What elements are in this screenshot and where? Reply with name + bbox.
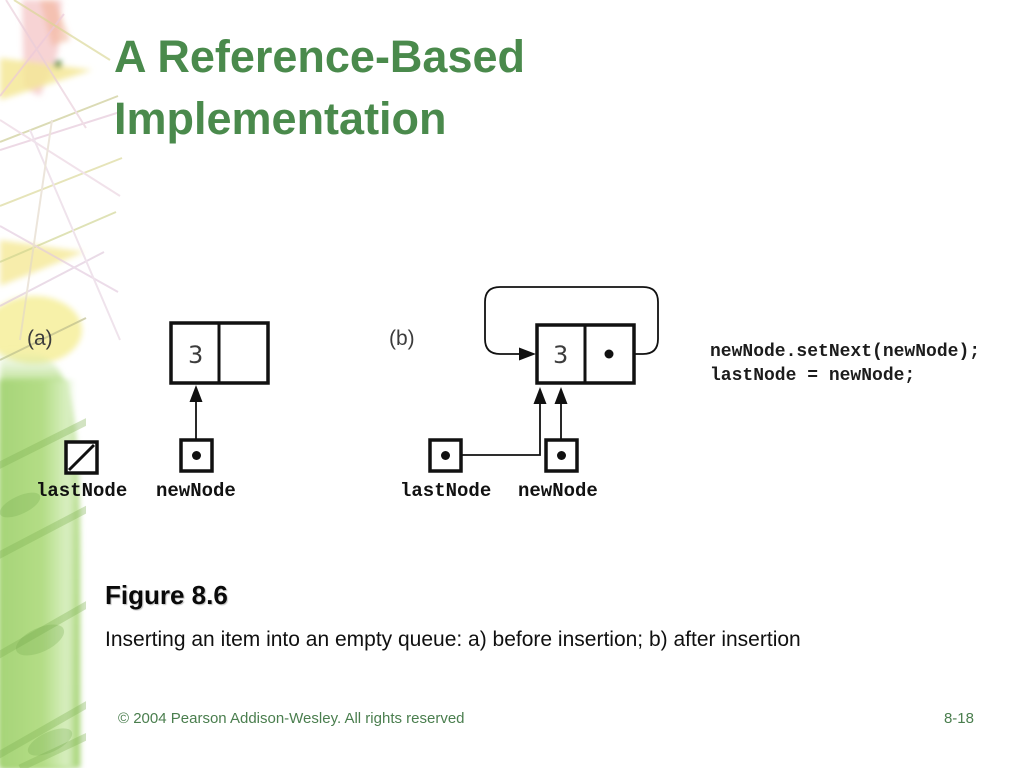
diagram-part-a: (a) 3 lastNode newNode [27,321,270,502]
node-box-b [535,323,636,385]
next-cell-dot-b [604,349,614,359]
slide-title: A Reference-Based Implementation [114,26,814,150]
page-number: 8-18 [943,710,974,727]
lastnode-dot-b [441,451,450,460]
newnode-box-a [179,438,214,473]
arrowhead-lastnode-b [533,387,547,404]
lastnode-label-b: lastNode [400,480,491,502]
lastnode-box-a [64,440,99,475]
lastnode-box-b [428,438,463,473]
newnode-label-b: newNode [518,480,598,502]
newnode-box-b [544,438,579,473]
newnode-dot-a [192,451,201,460]
figure-caption-title: Figure 8.6 [105,580,228,610]
arrowhead-newnode-b [554,387,568,404]
code-line-1: newNode.setNext(newNode); [710,342,980,362]
lastnode-label-a: lastNode [36,480,127,502]
node-box-a [169,321,270,385]
code-line-2: lastNode = newNode; [710,366,915,386]
node-value-a: 3 [188,341,203,369]
left-border-artwork [0,0,123,768]
newnode-label-a: newNode [156,480,236,502]
code-snippet: newNode.setNext(newNode); lastNode = new… [710,342,980,386]
newnode-dot-b [557,451,566,460]
slide-title-line2: Implementation [114,93,447,145]
arrowhead-self-loop [519,347,536,361]
art-top-shapes [0,0,92,364]
arrowhead-newnode-a [189,385,203,402]
art-crisscross-lines [0,0,123,361]
copyright-text: © 2004 Pearson Addison-Wesley. All right… [118,710,465,727]
part-b-label: (b) [389,327,415,350]
arrow-lastnode-b [446,400,541,456]
slide-footer: © 2004 Pearson Addison-Wesley. All right… [0,705,1024,735]
lastnode-null-slash-a [67,443,96,472]
part-a-label: (a) [27,327,53,350]
node-value-b: 3 [553,341,568,369]
diagram-part-b: (b) 3 lastNode newNode [389,286,659,502]
figure-caption: Figure 8.6 Inserting an item into an emp… [105,580,965,652]
slide-title-line1: A Reference-Based [114,31,525,82]
figure-caption-text: Inserting an item into an empty queue: a… [105,628,801,651]
self-loop-arc [484,286,659,355]
